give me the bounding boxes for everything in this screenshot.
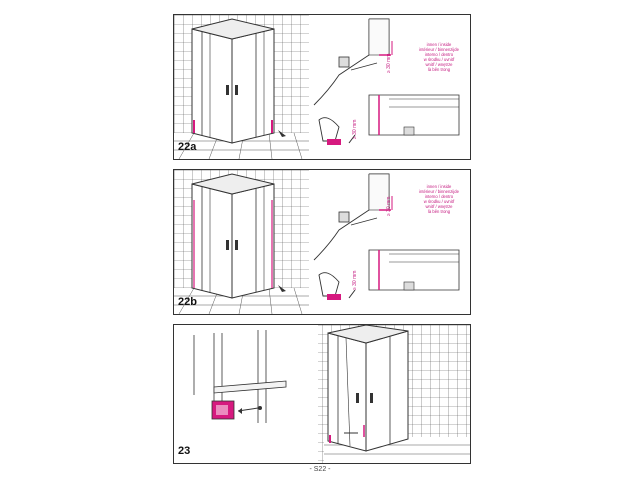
dimension-label-lower: ≥ 30 mm <box>352 270 358 290</box>
step-22a-panel: 22a innen / inside intérieur / binnenzij… <box>173 14 471 160</box>
wall-profile-illustration <box>174 325 304 463</box>
step-23-panel: 23 <box>173 324 471 464</box>
dimension-label: ≥ 30 mm <box>386 196 392 216</box>
step-label: 22b <box>178 296 197 308</box>
step-label: 23 <box>178 445 191 457</box>
inside-note: innen / inside intérieur / binnenzijde i… <box>419 42 459 72</box>
step-label: 22a <box>178 141 197 153</box>
dimension-label-lower: ≥ 30 mm <box>352 119 358 139</box>
shower-enclosure-illustration <box>174 15 309 159</box>
page-number: - S22 - <box>309 466 331 473</box>
seal-detail-illustration <box>309 15 470 159</box>
step-22b-panel: 22b innen / inside intérieur / binnenzij… <box>173 169 471 315</box>
shower-enclosure-illustration <box>304 325 470 463</box>
dimension-label: ≥ 30 mm <box>386 53 392 73</box>
shower-enclosure-illustration <box>174 170 309 314</box>
seal-detail-illustration <box>309 170 470 314</box>
inside-note: innen / inside intérieur / binnenzijde i… <box>419 184 459 214</box>
